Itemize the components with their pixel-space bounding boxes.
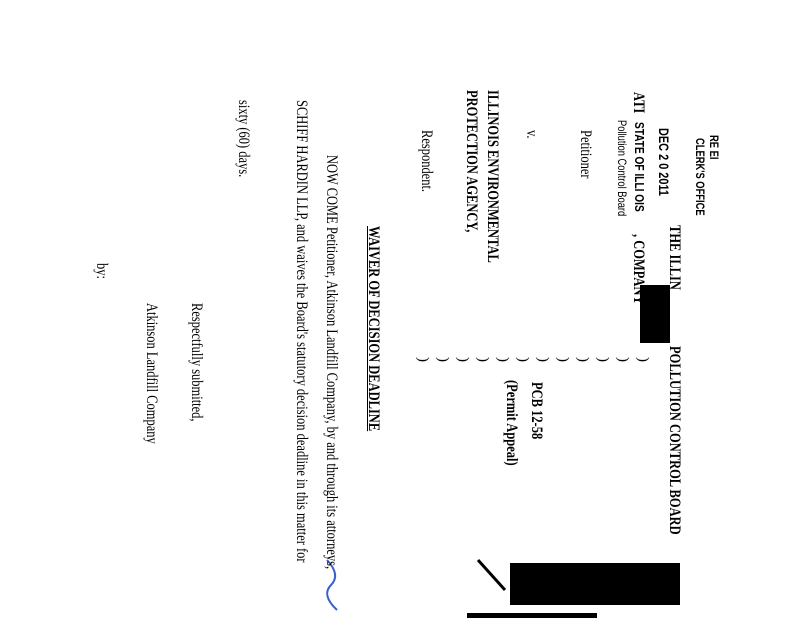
stamp-board: Pollution Control Board (615, 120, 629, 217)
stamp-date: DEC 2 0 2011 (656, 128, 672, 196)
caption-paren: ) (435, 357, 451, 362)
redaction-bar (467, 613, 597, 618)
petitioner-name-suffix: , COMPANY (630, 234, 647, 305)
respondent-line2: PROTECTION AGENCY, (463, 90, 480, 233)
blue-signature-mark-icon (326, 559, 338, 611)
board-title-left: THE ILLIN (666, 225, 683, 290)
case-number: PCB 12-58 (528, 382, 545, 440)
caption-paren: ) (555, 357, 571, 362)
signature-stroke-icon (476, 558, 507, 592)
caption-paren: ) (415, 357, 431, 362)
board-title-right: POLLUTION CONTROL BOARD (666, 346, 683, 535)
closing: Respectfully submitted, (188, 303, 205, 422)
stamp-state: STATE OF ILLI OIS (632, 122, 647, 212)
document-title: WAIVER OF DECISION DEADLINE (365, 226, 382, 432)
body-line-1: NOW COME Petitioner, Atkinson Landfill C… (323, 155, 340, 570)
respondent-label: Respondent. (418, 130, 435, 193)
body-line-2: SCHIFF HARDIN LLP, and waives the Board'… (293, 100, 310, 563)
case-type: (Permit Appeal) (503, 380, 520, 466)
caption-paren: ) (535, 357, 551, 362)
caption-paren: ) (495, 357, 511, 362)
caption-paren: ) (475, 357, 491, 362)
stamp-received: RE EI (707, 135, 721, 160)
redaction-box-signature (510, 563, 680, 605)
caption-paren: ) (575, 357, 591, 362)
signature-company: Atkinson Landfill Company (143, 303, 160, 444)
versus: v. (523, 130, 540, 139)
caption-paren: ) (595, 357, 611, 362)
respondent-line1: ILLINOIS ENVIRONMENTAL (484, 90, 501, 263)
petitioner-label: Petitioner (577, 130, 594, 179)
signature-by: by: (93, 263, 110, 279)
stamp-clerks-office: CLERK'S OFFICE (693, 138, 707, 216)
body-line-3: sixty (60) days. (235, 100, 252, 178)
petitioner-name-prefix: ATI (630, 92, 647, 114)
caption-paren: ) (635, 357, 651, 362)
caption-paren: ) (615, 357, 631, 362)
caption-paren: ) (455, 357, 471, 362)
caption-paren: ) (515, 357, 531, 362)
